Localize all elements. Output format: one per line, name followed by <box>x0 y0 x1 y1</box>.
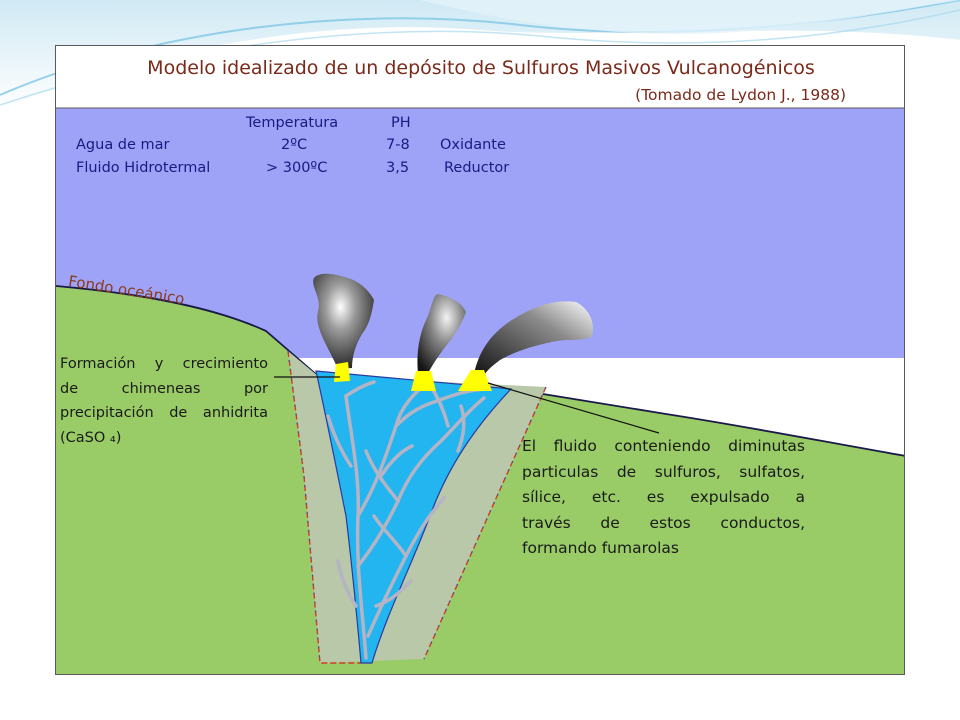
row-seawater-ph: 7-8 <box>386 137 410 153</box>
row-fluid-temperature: > 300ºC <box>266 160 328 176</box>
figure-panel: Modelo idealizado de un depósito de Sulf… <box>55 45 905 675</box>
fluid-note-line: particulas de sulfuros, sulfatos, <box>522 462 805 481</box>
row-seawater-state: Oxidante <box>440 137 506 153</box>
diagram-subtitle: (Tomado de Lydon J., 1988) <box>635 86 846 104</box>
fluid-note-line: sílice, etc. es expulsado a <box>522 488 805 506</box>
chimney-middle <box>411 371 436 391</box>
fluid-note: El fluido conteniendo diminutas particul… <box>522 434 805 562</box>
chimney-note-line: (CaSO ₄) <box>60 429 122 446</box>
fluid-note-line: El fluido conteniendo diminutas <box>522 437 805 455</box>
deposit-diagram <box>56 107 904 674</box>
smoke-plume-middle <box>417 294 466 373</box>
chimney-note-line: de chimeneas por <box>60 380 268 397</box>
chimney-note: Formación y crecimiento de chimeneas por… <box>60 352 268 450</box>
header-temperature: Temperatura <box>246 115 339 131</box>
row-fluid-state: Reductor <box>444 160 510 176</box>
chimney-note-line: precipitación de anhidrita <box>60 405 268 421</box>
row-seawater-temperature: 2ºC <box>281 137 308 153</box>
header-ph: PH <box>391 115 411 131</box>
vein-network <box>326 380 488 660</box>
smoke-plume-right <box>474 301 594 376</box>
fluid-note-line: través de estos conductos, <box>522 513 805 532</box>
seafloor-line <box>56 285 319 377</box>
row-seawater-name: Agua de mar <box>76 137 170 153</box>
diagram-title: Modelo idealizado de un depósito de Sulf… <box>147 57 815 79</box>
smoke-plume-left <box>313 273 374 369</box>
fluid-leader-line <box>487 382 660 434</box>
row-fluid-name: Fluido Hidrotermal <box>76 160 211 176</box>
chimney-left <box>334 362 350 382</box>
chimney-note-line: Formación y crecimiento <box>60 356 268 372</box>
chimney-right <box>458 370 492 391</box>
row-fluid-ph: 3,5 <box>386 160 410 176</box>
fluid-note-line: formando fumarolas <box>522 539 679 557</box>
